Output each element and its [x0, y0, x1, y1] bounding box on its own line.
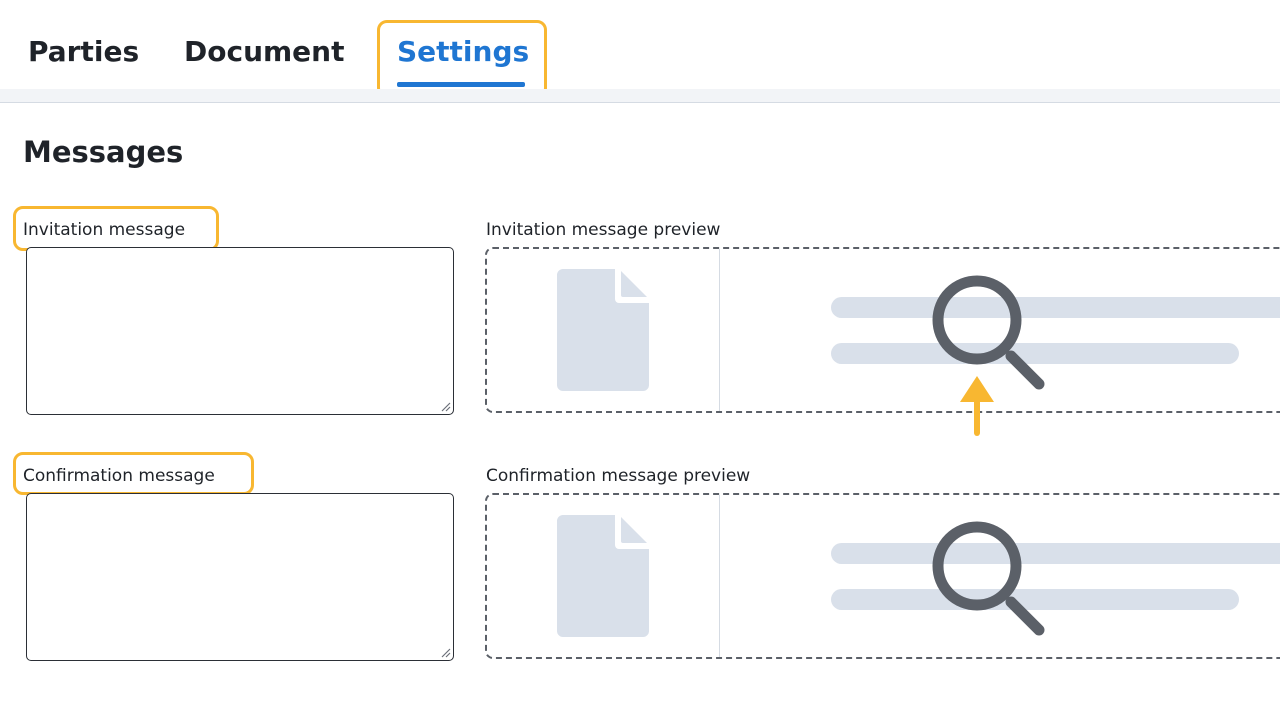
tab-parties[interactable]: Parties [28, 35, 140, 68]
document-icon [557, 515, 649, 637]
confirmation-message-preview [485, 493, 1280, 659]
confirmation-message-label: Confirmation message [23, 466, 215, 486]
preview-divider [719, 249, 720, 411]
document-icon [557, 269, 649, 391]
resize-handle-icon[interactable] [439, 400, 451, 412]
invitation-preview-label: Invitation message preview [486, 220, 721, 240]
confirmation-preview-label: Confirmation message preview [486, 466, 751, 486]
invitation-message-input[interactable] [26, 247, 454, 415]
section-title: Messages [23, 135, 184, 169]
resize-handle-icon[interactable] [439, 646, 451, 658]
invitation-message-label: Invitation message [23, 220, 186, 240]
arrow-up-icon [960, 376, 994, 436]
magnifying-glass-icon [932, 521, 1045, 636]
tab-bar: Parties Document Settings [0, 0, 1280, 98]
preview-divider [719, 495, 720, 657]
placeholder-line [831, 543, 1280, 564]
invitation-message-preview [485, 247, 1280, 413]
tab-bar-divider [0, 89, 1280, 103]
active-tab-indicator [397, 82, 525, 87]
tab-settings[interactable]: Settings [397, 35, 530, 68]
confirmation-message-input[interactable] [26, 493, 454, 661]
placeholder-line [831, 589, 1239, 610]
tab-document[interactable]: Document [184, 35, 345, 68]
placeholder-line [831, 343, 1239, 364]
magnifying-glass-icon [932, 275, 1045, 390]
placeholder-line [831, 297, 1280, 318]
